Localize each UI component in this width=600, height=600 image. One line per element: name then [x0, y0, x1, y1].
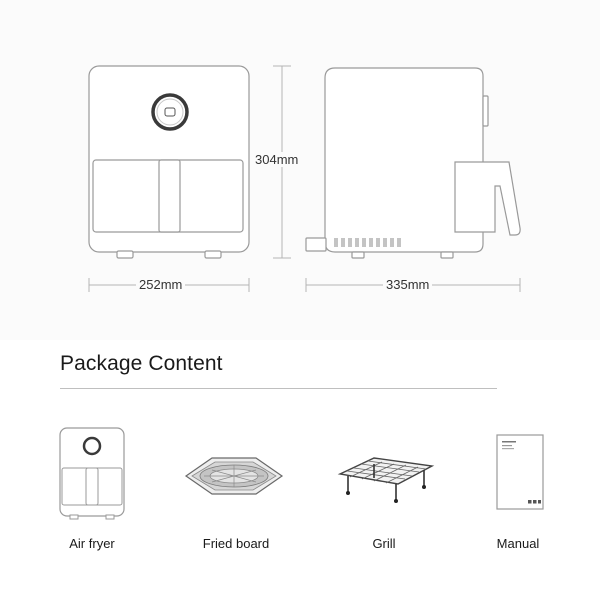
- side-view-air-fryer: [305, 67, 521, 259]
- dimension-drawing: [88, 65, 521, 292]
- front-view-air-fryer: [88, 65, 250, 259]
- grill-rack-icon: [337, 457, 435, 503]
- title-divider: [60, 388, 497, 389]
- item-label-manual: Manual: [496, 536, 540, 551]
- item-label-fried-board: Fried board: [202, 536, 270, 551]
- fried-board-icon: [184, 457, 284, 495]
- width-dimension-label: 252mm: [136, 277, 186, 292]
- package-content-title: Package Content: [60, 352, 223, 375]
- dimension-diagram: 304mm 252mm 335mm: [88, 65, 521, 292]
- manual-booklet-icon: [496, 434, 544, 510]
- item-label-air-fryer: Air fryer: [69, 536, 115, 551]
- side-vents: [334, 238, 401, 247]
- depth-dimension-label: 335mm: [383, 277, 433, 292]
- item-label-grill: Grill: [372, 536, 396, 551]
- control-dial-icon: [151, 93, 189, 131]
- height-dimension-label: 304mm: [252, 152, 302, 167]
- air-fryer-icon: [59, 427, 125, 520]
